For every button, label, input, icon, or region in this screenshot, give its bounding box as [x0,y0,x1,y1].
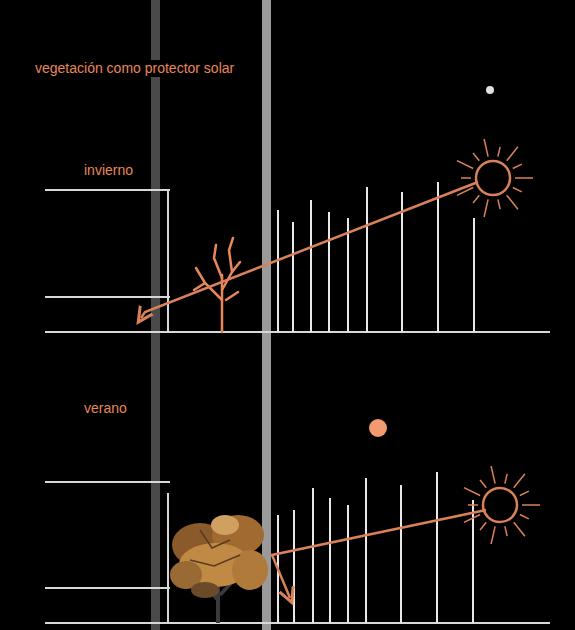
leafy-tree [170,515,268,623]
column [151,0,160,630]
diagram-title: vegetación como protector solar [33,60,236,77]
season-label: invierno [82,162,135,179]
moon-dot [486,86,494,94]
season-label: verano [82,400,129,417]
sun-symbol [457,139,540,544]
floor-slabs [45,190,550,623]
sun-ray [141,182,486,598]
sun-position-dot [369,419,387,437]
